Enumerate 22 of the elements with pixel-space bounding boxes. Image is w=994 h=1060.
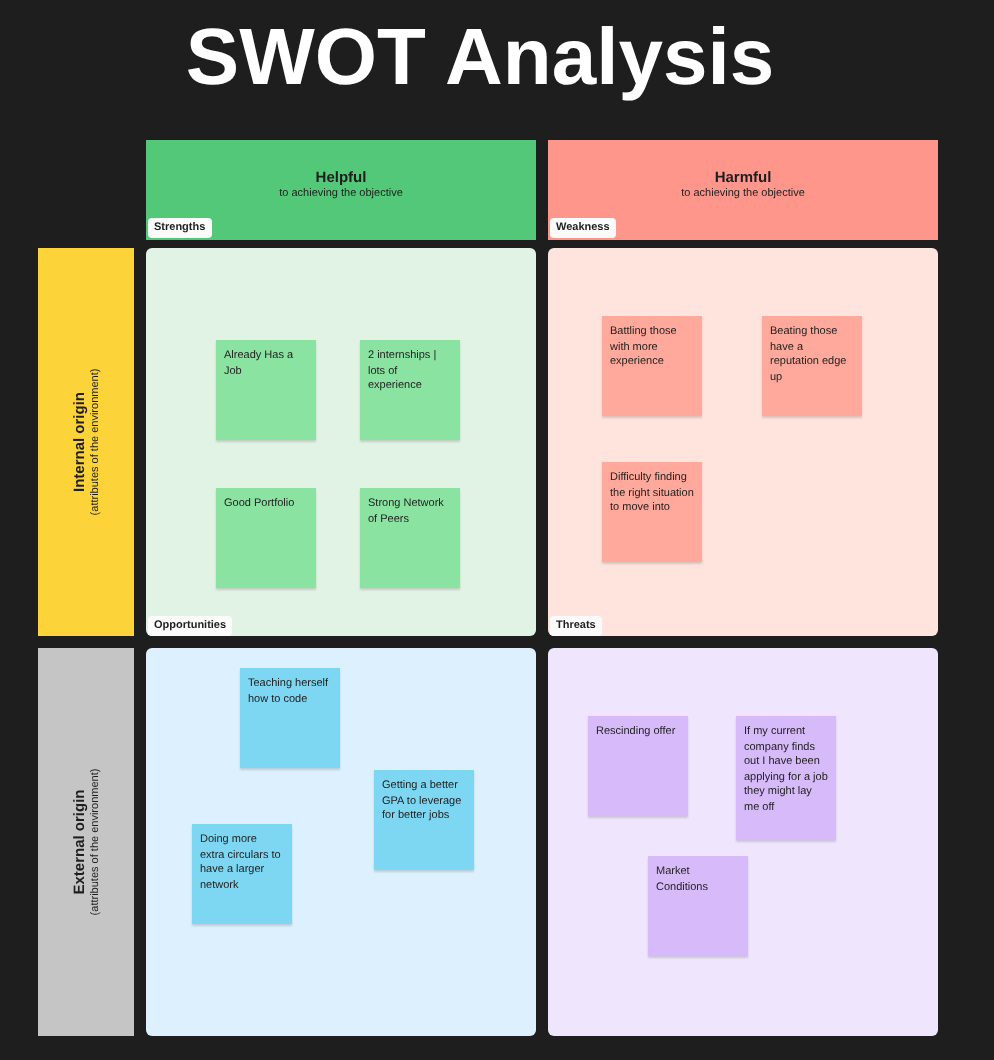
sticky-note <box>216 488 316 588</box>
column-header <box>548 140 938 240</box>
quadrant-panel <box>548 648 938 1036</box>
quadrant-panel <box>548 248 938 636</box>
column-header <box>146 140 536 240</box>
sticky-note <box>736 716 836 840</box>
sticky-note <box>192 824 292 924</box>
sticky-note <box>602 462 702 562</box>
title: SWOT Analysis <box>183 12 777 104</box>
sticky-note <box>648 856 748 956</box>
sticky-note <box>762 316 862 416</box>
sticky-note <box>588 716 688 816</box>
quadrant-panel <box>146 648 536 1036</box>
sticky-note <box>240 668 340 768</box>
sticky-note <box>602 316 702 416</box>
sticky-note <box>216 340 316 440</box>
sticky-note <box>360 340 460 440</box>
row-header <box>38 248 134 636</box>
sticky-note <box>360 488 460 588</box>
row-header <box>38 648 134 1036</box>
quadrant-panel <box>146 248 536 636</box>
sticky-note <box>374 770 474 870</box>
